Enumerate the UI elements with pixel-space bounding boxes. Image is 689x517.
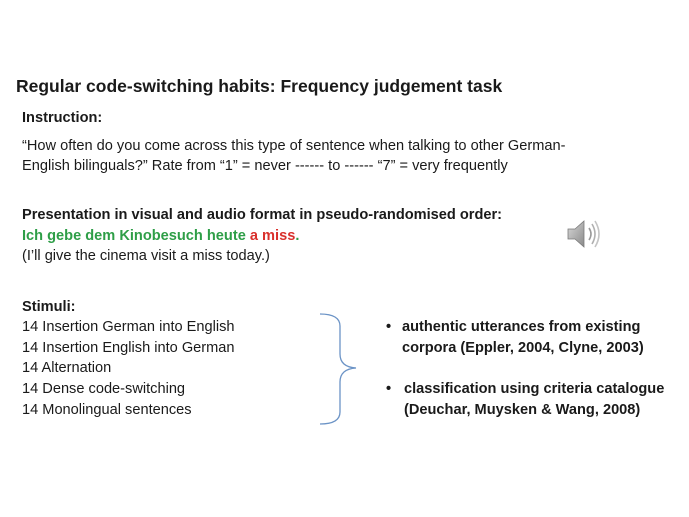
instruction-line-1: “How often do you come across this type … xyxy=(22,138,566,154)
stimuli-item: 14 Dense code-switching xyxy=(22,381,186,397)
example-german-part: Ich gebe dem Kinobesuch heute xyxy=(22,228,250,244)
stimuli-item: 14 Monolingual sentences xyxy=(22,402,192,418)
example-translation: (I’ll give the cinema visit a miss today… xyxy=(22,248,270,264)
stimuli-item: 14 Insertion English into German xyxy=(22,340,235,356)
presentation-heading: Presentation in visual and audio format … xyxy=(22,207,503,223)
bullet-2-line-2: (Deuchar, Muysken & Wang, 2008) xyxy=(404,402,641,418)
example-period: . xyxy=(295,228,300,244)
bullet-1-line-1: authentic utterances from existing xyxy=(402,319,641,335)
slide-title: Regular code-switching habits: Frequency… xyxy=(16,76,503,96)
instruction-heading: Instruction: xyxy=(22,110,103,126)
stimuli-item: 14 Insertion German into English xyxy=(22,319,235,335)
example-sentence: Ich gebe dem Kinobesuch heute a miss. xyxy=(22,226,299,247)
curly-brace xyxy=(318,312,368,432)
stimuli-heading: Stimuli: xyxy=(22,299,76,315)
bullet-marker: • xyxy=(386,319,392,335)
speaker-icon[interactable] xyxy=(565,218,605,255)
stimuli-item: 14 Alternation xyxy=(22,360,112,376)
instruction-line-2: English bilinguals?” Rate from “1” = nev… xyxy=(22,158,508,174)
bullet-1-line-2: corpora (Eppler, 2004, Clyne, 2003) xyxy=(402,340,644,356)
bullet-2-line-1: classification using criteria catalogue xyxy=(404,381,665,397)
example-english-part: a miss xyxy=(249,228,296,244)
bullet-marker: • xyxy=(386,381,392,397)
